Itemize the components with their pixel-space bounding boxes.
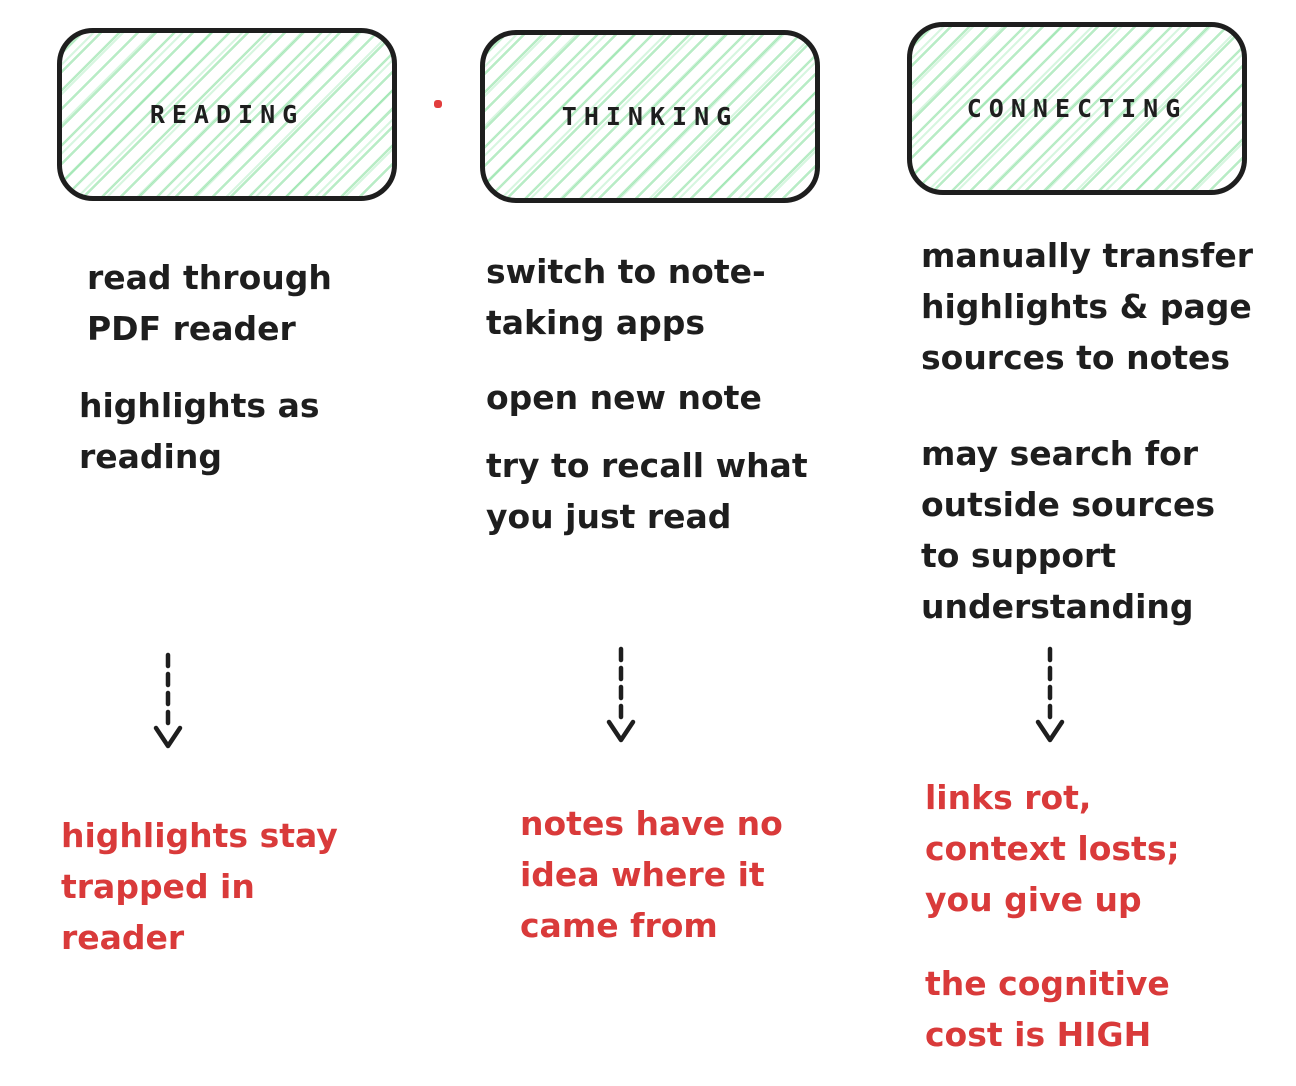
column-reading: READING read through PDF reader highligh… — [55, 0, 400, 1086]
step-note: switch to note- taking apps — [486, 252, 766, 343]
stage-title-reading: READING — [149, 100, 305, 129]
column-thinking: THINKING switch to note- taking apps ope… — [478, 0, 830, 1086]
column-connecting: CONNECTING manually transfer highlights … — [905, 0, 1255, 1086]
step-note: open new note — [486, 378, 762, 417]
stage-box-connecting: CONNECTING — [907, 22, 1247, 195]
step-note: highlights as reading — [79, 386, 320, 477]
stage-title-connecting: CONNECTING — [966, 94, 1188, 123]
stage-title-thinking: THINKING — [561, 102, 739, 131]
outcome-note: notes have no idea where it came from — [520, 804, 783, 946]
stage-box-reading: READING — [57, 28, 397, 201]
outcome-note: the cognitive cost is HIGH — [925, 964, 1170, 1055]
outcome-note: highlights stay trapped in reader — [61, 816, 338, 958]
step-note: manually transfer highlights & page sour… — [921, 236, 1253, 378]
outcome-note: links rot, context losts; you give up — [925, 778, 1180, 920]
step-note: read through PDF reader — [87, 258, 332, 349]
down-arrow-icon — [153, 652, 183, 749]
red-dot — [434, 100, 442, 108]
down-arrow-icon — [1035, 646, 1065, 743]
step-note: may search for outside sources to suppor… — [921, 434, 1216, 627]
stage-box-thinking: THINKING — [480, 30, 820, 203]
down-arrow-icon — [606, 646, 636, 743]
step-note: try to recall what you just read — [486, 446, 808, 537]
